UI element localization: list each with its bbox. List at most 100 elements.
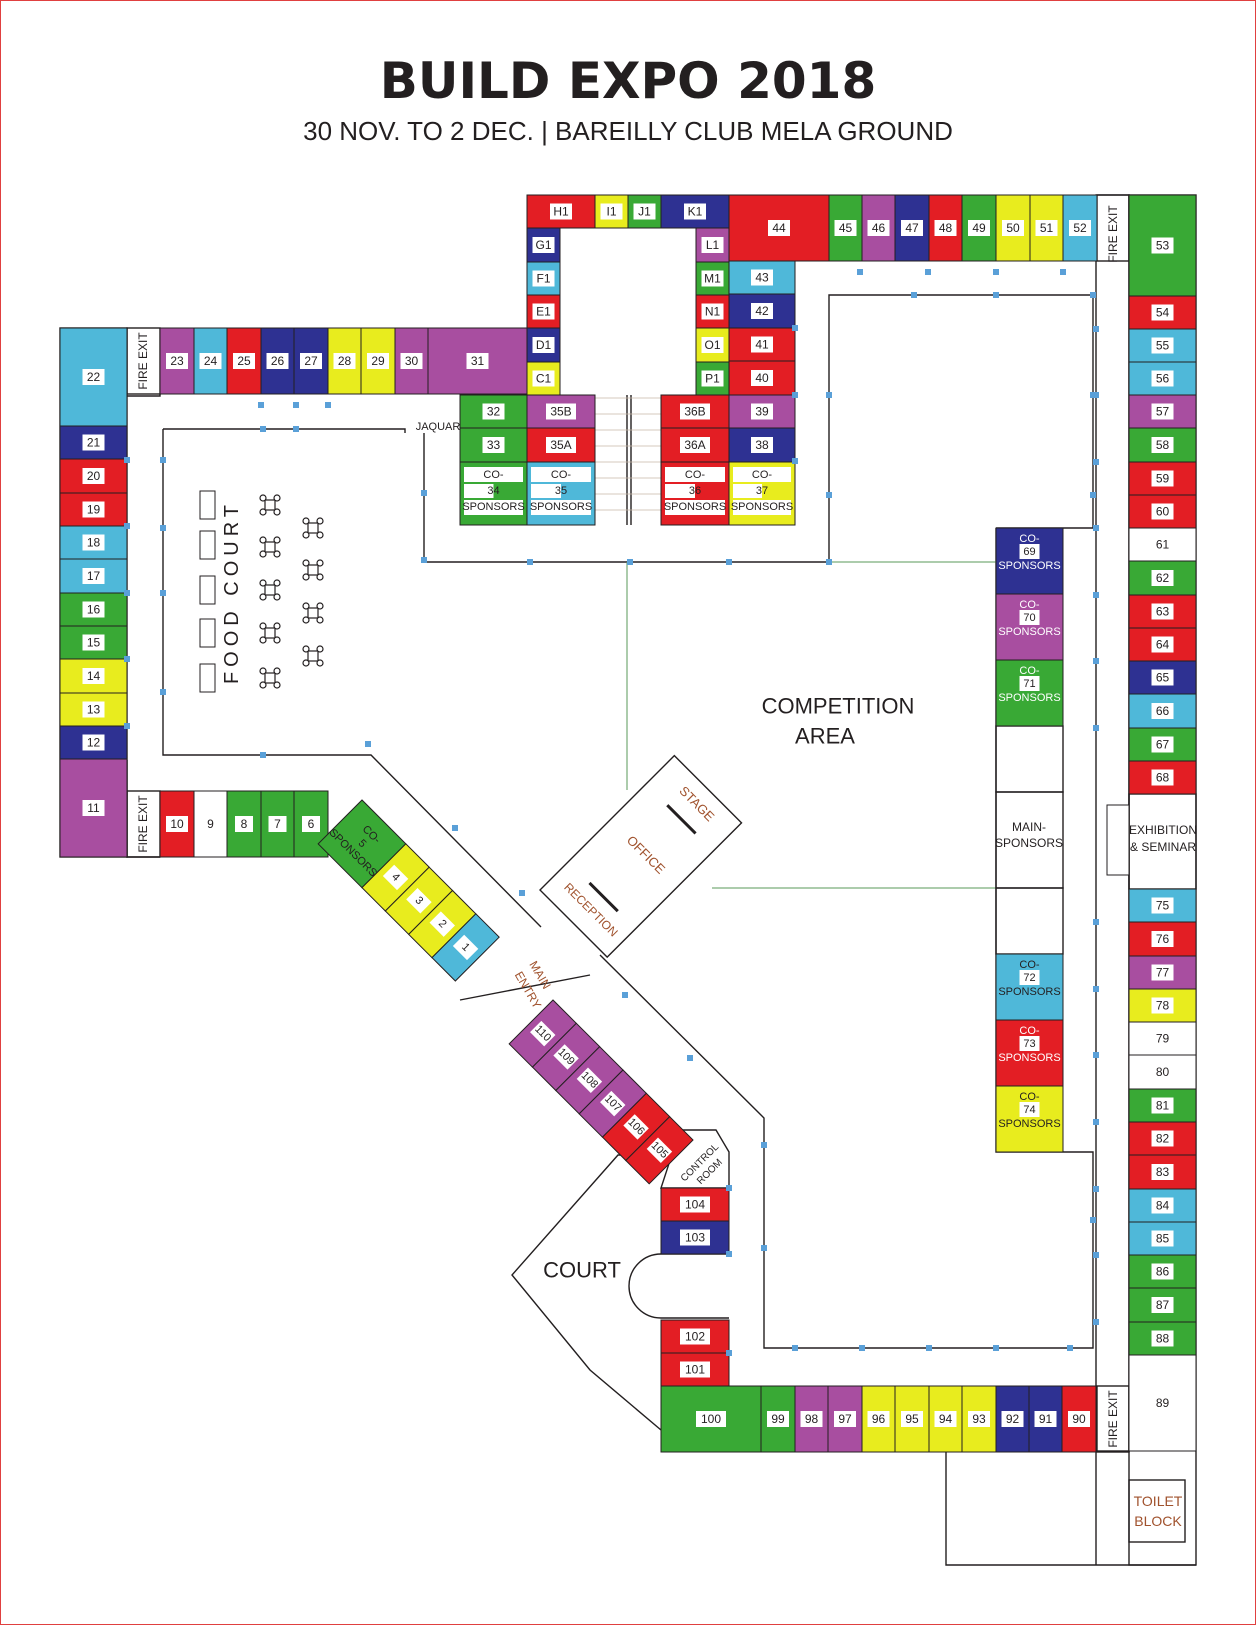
stall-35b[interactable]: 35B	[526, 394, 596, 429]
stall-89[interactable]: 89	[1128, 1354, 1197, 1452]
stall-82[interactable]: 82	[1128, 1121, 1197, 1156]
stall-49[interactable]: 49	[961, 194, 997, 262]
stall-79[interactable]: 79	[1128, 1021, 1197, 1056]
stall-62[interactable]: 62	[1128, 560, 1197, 596]
stall-15[interactable]: 15	[59, 625, 128, 660]
stall-103[interactable]: 103	[660, 1220, 730, 1255]
stall-e1[interactable]: E1	[526, 294, 561, 329]
stall-43[interactable]: 43	[728, 260, 796, 295]
stall-40[interactable]: 40	[728, 360, 796, 396]
stall-3[interactable]: 3	[384, 866, 454, 936]
stall-52[interactable]: 52	[1062, 194, 1098, 262]
stall-85[interactable]: 85	[1128, 1221, 1197, 1256]
stall-46[interactable]: 46	[861, 194, 896, 262]
stall-13[interactable]: 13	[59, 692, 128, 727]
stall-102[interactable]: 102	[660, 1319, 730, 1354]
stall-28[interactable]: 28	[327, 327, 362, 395]
stall-m1[interactable]: M1	[695, 261, 730, 296]
stall-95[interactable]: 95	[894, 1385, 930, 1453]
stall-24[interactable]: 24	[193, 327, 228, 395]
stall-26[interactable]: 26	[260, 327, 295, 395]
stall-20[interactable]: 20	[59, 458, 128, 494]
stall-75[interactable]: 75	[1128, 888, 1197, 923]
stall-101[interactable]: 101	[660, 1352, 730, 1387]
stall-68[interactable]: 68	[1128, 760, 1197, 795]
stall-2[interactable]: 2	[407, 889, 477, 959]
stall-l1[interactable]: L1	[695, 227, 730, 263]
stall-97[interactable]: 97	[827, 1385, 863, 1453]
stall-98[interactable]: 98	[794, 1385, 829, 1453]
stall-59[interactable]: 59	[1128, 461, 1197, 496]
stall-53[interactable]: 53	[1128, 194, 1197, 297]
stall-k1[interactable]: K1	[660, 194, 730, 229]
stall-99[interactable]: 99	[760, 1385, 796, 1453]
stall-35a[interactable]: 35A	[526, 427, 596, 463]
stall-87[interactable]: 87	[1128, 1287, 1197, 1323]
stall-104[interactable]: 104	[660, 1187, 730, 1222]
stall-55[interactable]: 55	[1128, 328, 1197, 363]
stall-n1[interactable]: N1	[695, 294, 730, 329]
stall-84[interactable]: 84	[1128, 1188, 1197, 1223]
stall-42[interactable]: 42	[728, 293, 796, 329]
stall-77[interactable]: 77	[1128, 955, 1197, 990]
stall-29[interactable]: 29	[360, 327, 396, 395]
stall-30[interactable]: 30	[394, 327, 429, 395]
stall-11[interactable]: 11	[59, 758, 128, 858]
stall-56[interactable]: 56	[1128, 361, 1197, 396]
stall-23[interactable]: 23	[159, 327, 195, 395]
stall-7[interactable]: 7	[260, 790, 295, 858]
stall-i1[interactable]: I1	[594, 194, 629, 229]
stall-63[interactable]: 63	[1128, 594, 1197, 629]
stall-25[interactable]: 25	[226, 327, 262, 395]
stall-17[interactable]: 17	[59, 558, 128, 594]
stall-88[interactable]: 88	[1128, 1321, 1197, 1356]
stall-41[interactable]: 41	[728, 327, 796, 362]
stall-78[interactable]: 78	[1128, 988, 1197, 1023]
stall-19[interactable]: 19	[59, 492, 128, 527]
stall-91[interactable]: 91	[1028, 1385, 1063, 1453]
stall-86[interactable]: 86	[1128, 1254, 1197, 1289]
stall-47[interactable]: 47	[894, 194, 930, 262]
stall-9[interactable]: 9	[193, 790, 228, 858]
stall-81[interactable]: 81	[1128, 1088, 1197, 1123]
stall-j1[interactable]: J1	[627, 194, 662, 229]
stall-12[interactable]: 12	[59, 725, 128, 760]
stall-8[interactable]: 8	[226, 790, 262, 858]
stall-61[interactable]: 61	[1128, 527, 1197, 562]
stall-33[interactable]: 33	[459, 427, 528, 463]
stall-39[interactable]: 39	[728, 394, 796, 429]
stall-38[interactable]: 38	[728, 427, 796, 463]
stall-90[interactable]: 90	[1061, 1385, 1097, 1453]
stall-21[interactable]: 21	[59, 425, 128, 460]
stall-105[interactable]: 105	[625, 1115, 694, 1185]
stall-10[interactable]: 10	[159, 790, 195, 858]
stall-14[interactable]: 14	[59, 658, 128, 694]
stall-65[interactable]: 65	[1128, 660, 1197, 695]
stall-107[interactable]: 107	[578, 1069, 648, 1138]
stall-50[interactable]: 50	[995, 194, 1031, 262]
stall-1[interactable]: 1	[431, 913, 500, 982]
stall-51[interactable]: 51	[1029, 194, 1064, 262]
stall-g1[interactable]: G1	[526, 227, 561, 263]
stall-92[interactable]: 92	[995, 1385, 1030, 1453]
stall-94[interactable]: 94	[928, 1385, 963, 1453]
stall-18[interactable]: 18	[59, 525, 128, 560]
stall-h1[interactable]: H1	[526, 194, 596, 229]
stall-44[interactable]: 44	[728, 194, 830, 262]
stall-76[interactable]: 76	[1128, 921, 1197, 957]
stall-31[interactable]: 31	[427, 327, 528, 395]
stall-100[interactable]: 100	[660, 1385, 762, 1453]
stall-o1[interactable]: O1	[695, 327, 730, 363]
stall-93[interactable]: 93	[961, 1385, 997, 1453]
stall-110[interactable]: 110	[508, 999, 578, 1068]
stall-60[interactable]: 60	[1128, 494, 1197, 529]
